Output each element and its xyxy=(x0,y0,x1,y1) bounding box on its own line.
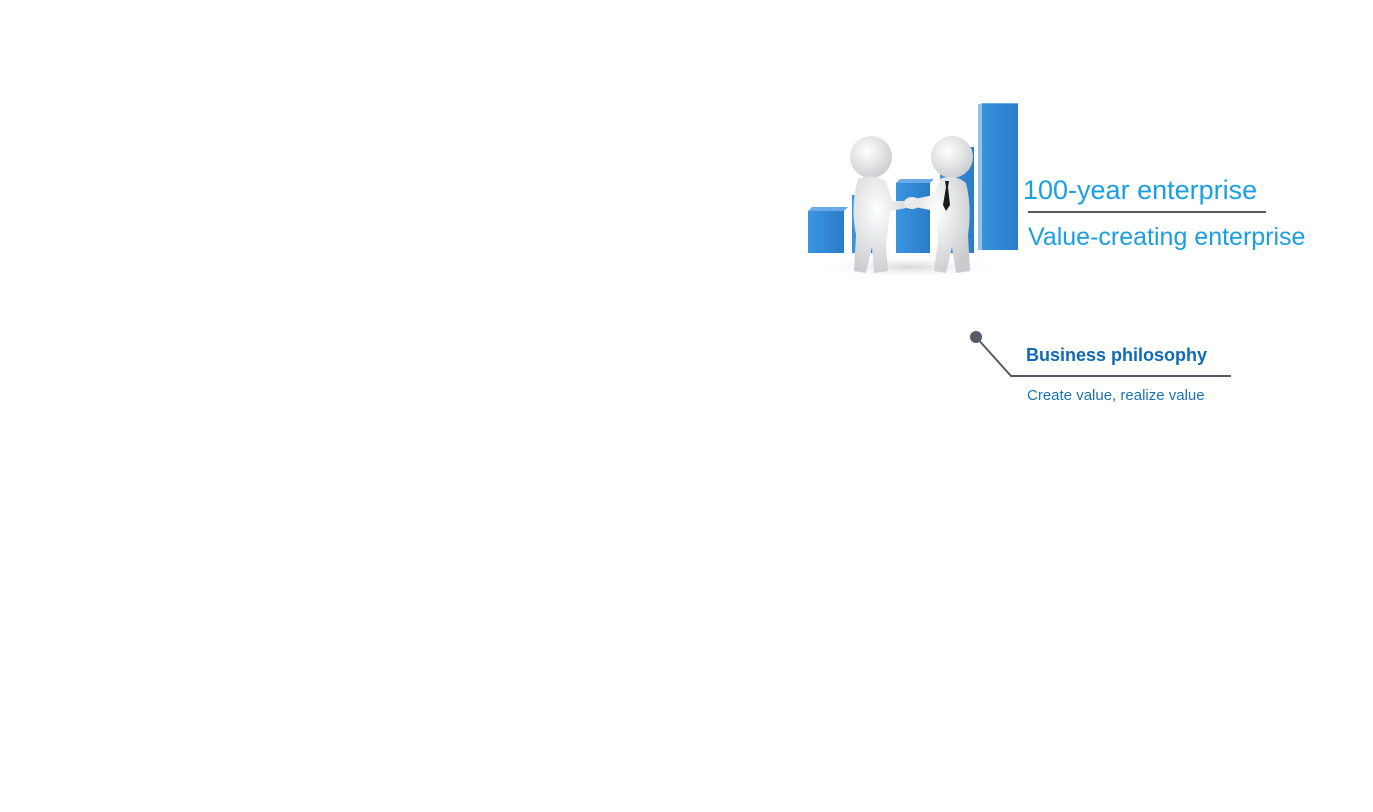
handshake-bar-chart-icon xyxy=(800,95,1030,285)
philosophy-title: Business philosophy xyxy=(1026,345,1208,365)
slogan-secondary: Value-creating enterprise xyxy=(1028,223,1306,251)
philosophy-description: Create value, realize value xyxy=(1027,387,1205,404)
slogan-divider xyxy=(1028,211,1266,213)
slogan-primary: 100-year enterprise xyxy=(1023,175,1258,205)
philosophy-callout-connector xyxy=(964,325,1244,385)
